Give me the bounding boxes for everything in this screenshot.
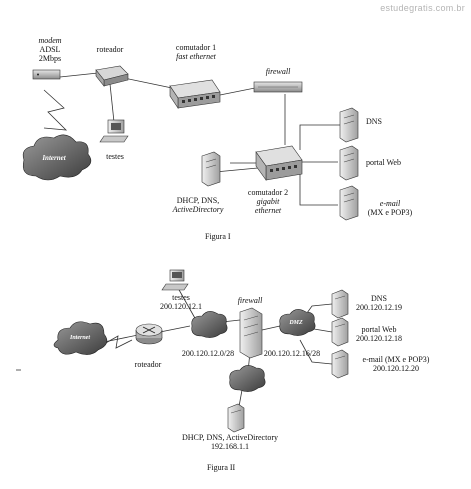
email-label: e-mail (MX e POP3) (367, 199, 413, 217)
email-server-icon (339, 185, 359, 221)
firewall-2-icon (239, 307, 263, 359)
dns-2-label: DNS 200.120.12.19 (356, 294, 402, 312)
switch-1-label: comutador 1 fast ethernet (175, 43, 217, 61)
switch-2-label: comutador 2 gigabit ethernet (247, 188, 289, 215)
internet-2-label: Internet (69, 335, 90, 341)
switch-1-icon (169, 79, 221, 109)
figure-1-caption: Figura I (205, 232, 231, 241)
lightning-bolt-icon (43, 89, 68, 131)
router-2-icon (135, 323, 163, 345)
internet-cloud-icon (22, 134, 92, 181)
firewall-label: firewall (265, 67, 291, 76)
test-workstation-icon (99, 119, 129, 143)
dhcp-label: DHCP, DNS, ActiveDirectory (172, 196, 224, 214)
dns-server-icon (339, 107, 359, 143)
router-icon (95, 65, 129, 87)
web-label: portal Web (366, 158, 401, 167)
dmz-label: DMZ (289, 320, 303, 326)
router-label: roteador (96, 45, 124, 54)
dhcp-2-label: DHCP, DNS, ActiveDirectory 192.168.1.1 (182, 433, 278, 451)
figure-2-caption: Figura II (207, 463, 236, 472)
lightning-bolt-2-icon (103, 335, 133, 349)
internet-cloud-2-icon (53, 321, 108, 355)
email-2-label: e-mail (MX e POP3) 200.120.12.20 (362, 355, 430, 373)
test-workstation-2-icon (161, 269, 189, 291)
tests-label: testes (106, 152, 124, 161)
dns-label: DNS (366, 117, 383, 126)
dhcp-server-2-icon (227, 403, 245, 433)
web-server-2-icon (331, 317, 349, 347)
tests-2-label: testes 200.120.12.1 (160, 293, 202, 311)
internal-cloud-icon (229, 365, 266, 392)
dmz-cloud-icon (279, 309, 316, 336)
internet-label: Internet (42, 154, 66, 162)
segment-cloud-1-icon (191, 311, 228, 338)
dhcp-server-icon (201, 151, 221, 187)
router-2-label: roteador (134, 360, 162, 369)
modem-label: modem ADSL 2Mbps (38, 36, 62, 63)
switch-2-icon (255, 145, 303, 181)
email-server-2-icon (331, 349, 349, 379)
net-1-label: 200.120.12.0/28 (181, 349, 235, 358)
watermark: estudegratis.com.br (380, 3, 465, 13)
firewall-icon (253, 81, 303, 93)
firewall-2-label: firewall (237, 296, 263, 305)
net-2-label: 200.120.12.16/28 (263, 349, 321, 358)
web-server-icon (339, 145, 359, 181)
web-2-label: portal Web 200.120.12.18 (356, 325, 402, 343)
modem-icon (32, 69, 61, 80)
dns-server-2-icon (331, 289, 349, 319)
